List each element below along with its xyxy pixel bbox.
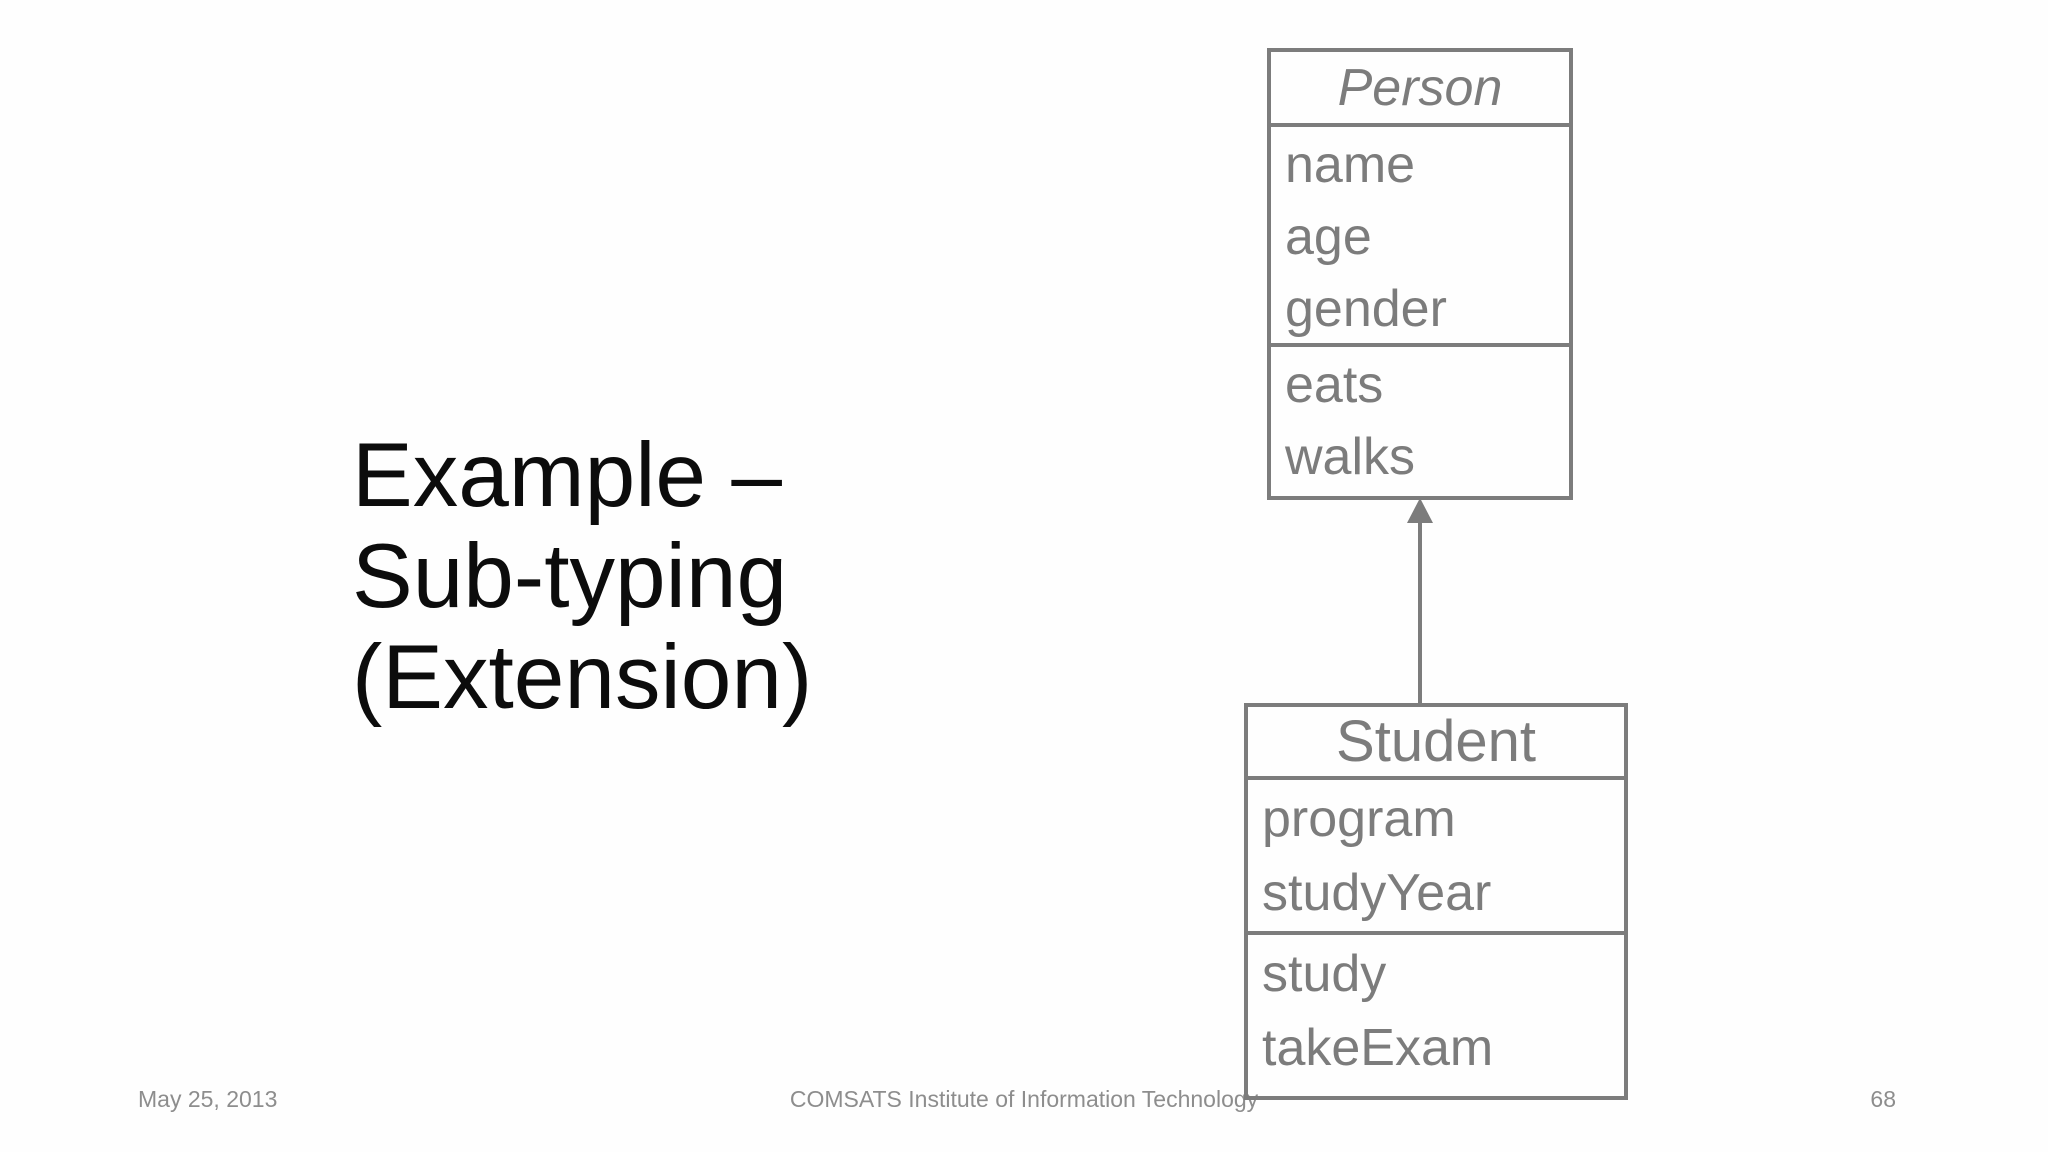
footer-institution: COMSATS Institute of Information Technol… xyxy=(789,1086,1259,1112)
person-method: eats xyxy=(1285,356,1384,414)
student-method: study xyxy=(1262,945,1387,1003)
person-method: walks xyxy=(1285,428,1416,486)
generalization-arrow-line xyxy=(1418,518,1422,703)
person-attribute: age xyxy=(1285,208,1372,266)
person-methods-compartment: eats walks xyxy=(1271,347,1569,493)
generalization-arrowhead-icon xyxy=(1407,498,1433,523)
footer-date: May 25, 2013 xyxy=(138,1086,278,1112)
student-method: takeExam xyxy=(1262,1019,1494,1077)
slide-title: Example – Sub-typing (Extension) xyxy=(352,425,812,728)
uml-class-person: Person name age gender eats walks xyxy=(1267,48,1573,500)
student-attribute: program xyxy=(1262,790,1456,848)
person-class-name: Person xyxy=(1271,52,1569,127)
slide-title-line-2: Sub-typing xyxy=(352,526,788,627)
person-attribute: name xyxy=(1285,136,1416,194)
slide-title-line-3: (Extension) xyxy=(352,627,813,728)
student-methods-compartment: study takeExam xyxy=(1248,935,1624,1085)
student-attributes-compartment: program studyYear xyxy=(1248,780,1624,935)
student-attribute: studyYear xyxy=(1262,864,1492,922)
footer-page-number: 68 xyxy=(1870,1086,1896,1112)
slide-title-line-1: Example – xyxy=(352,425,782,526)
person-attributes-compartment: name age gender xyxy=(1271,127,1569,347)
person-attribute: gender xyxy=(1285,280,1447,338)
student-class-name: Student xyxy=(1248,707,1624,780)
uml-class-student: Student program studyYear study takeExam xyxy=(1244,703,1628,1100)
